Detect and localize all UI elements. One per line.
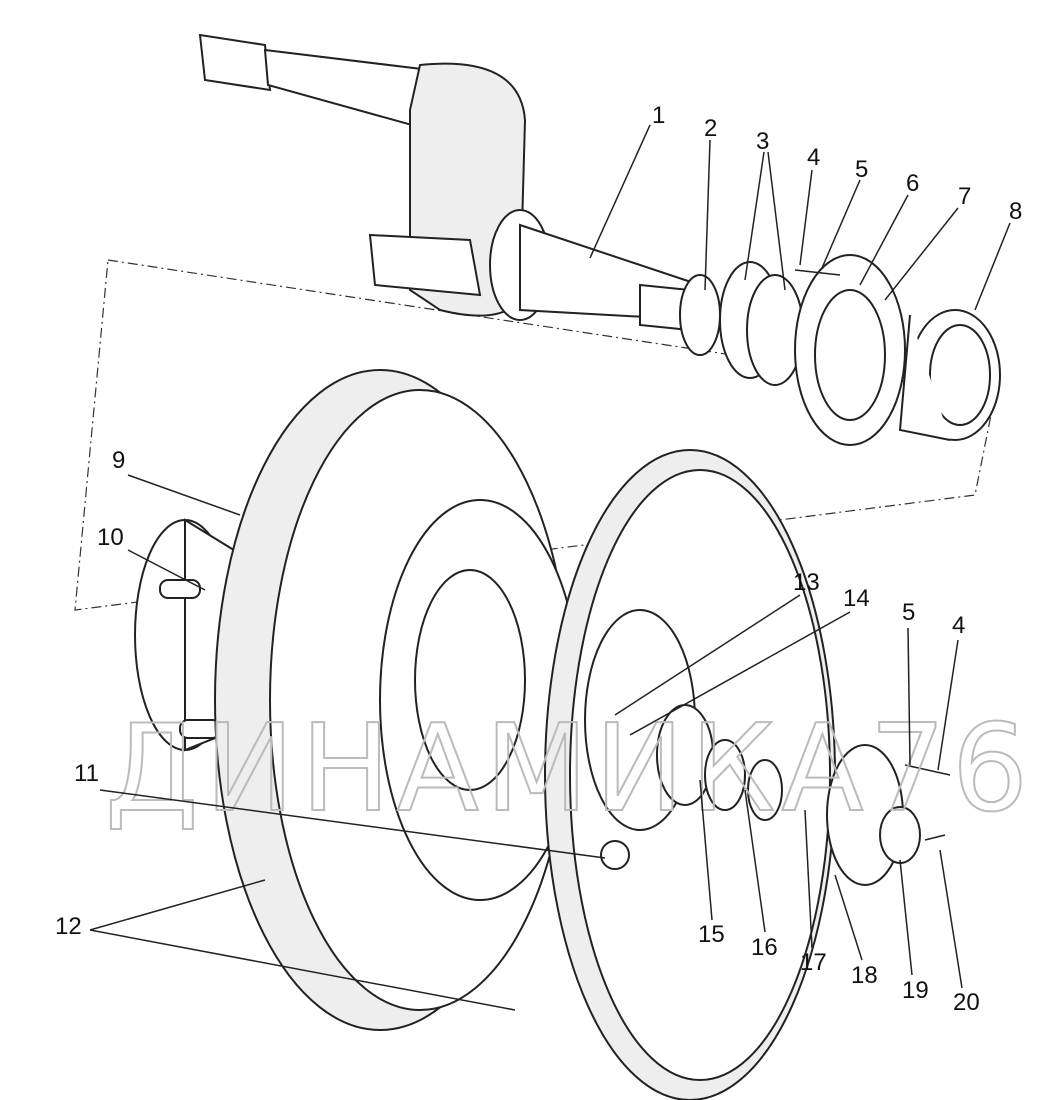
- assembly-frame: [74, 259, 996, 611]
- callout-15: 15: [698, 921, 725, 948]
- watermark: ДИНАМИКА76: [105, 700, 1034, 839]
- callout-10: 10: [97, 524, 124, 551]
- callout-4: 4: [807, 144, 820, 171]
- callout-5: 5: [855, 156, 868, 183]
- callout-17: 17: [800, 949, 827, 976]
- callout-14: 14: [843, 585, 870, 612]
- callout-7: 7: [958, 183, 971, 210]
- callout-8: 8: [1009, 198, 1022, 225]
- callout-20: 20: [953, 989, 980, 1016]
- track-wheel-rear: [214, 369, 581, 1031]
- callout-1: 1: [652, 102, 665, 129]
- leader-lines: [89, 124, 1011, 1011]
- callout-16: 16: [751, 934, 778, 961]
- callout-4b: 4: [952, 612, 965, 639]
- cover-flange: [794, 254, 906, 446]
- callout-5b: 5: [902, 599, 915, 626]
- bearing-seals: [679, 261, 804, 386]
- bearing: [898, 309, 1001, 441]
- callout-3: 3: [756, 128, 769, 155]
- hub-cap-assembly: [656, 704, 951, 886]
- bolt: [794, 269, 841, 276]
- callout-11: 11: [74, 760, 99, 787]
- callout-2: 2: [704, 115, 717, 142]
- callout-labels: 1 2 3 4 5 6 7 8 9 10 11 12 13 14 5 4 15 …: [55, 102, 1022, 1016]
- axle-arm: [198, 33, 701, 332]
- callout-18: 18: [851, 962, 878, 989]
- callout-13: 13: [793, 569, 820, 596]
- callout-6: 6: [906, 170, 919, 197]
- callout-12: 12: [55, 913, 82, 940]
- callout-19: 19: [902, 977, 929, 1004]
- callout-9: 9: [112, 447, 125, 474]
